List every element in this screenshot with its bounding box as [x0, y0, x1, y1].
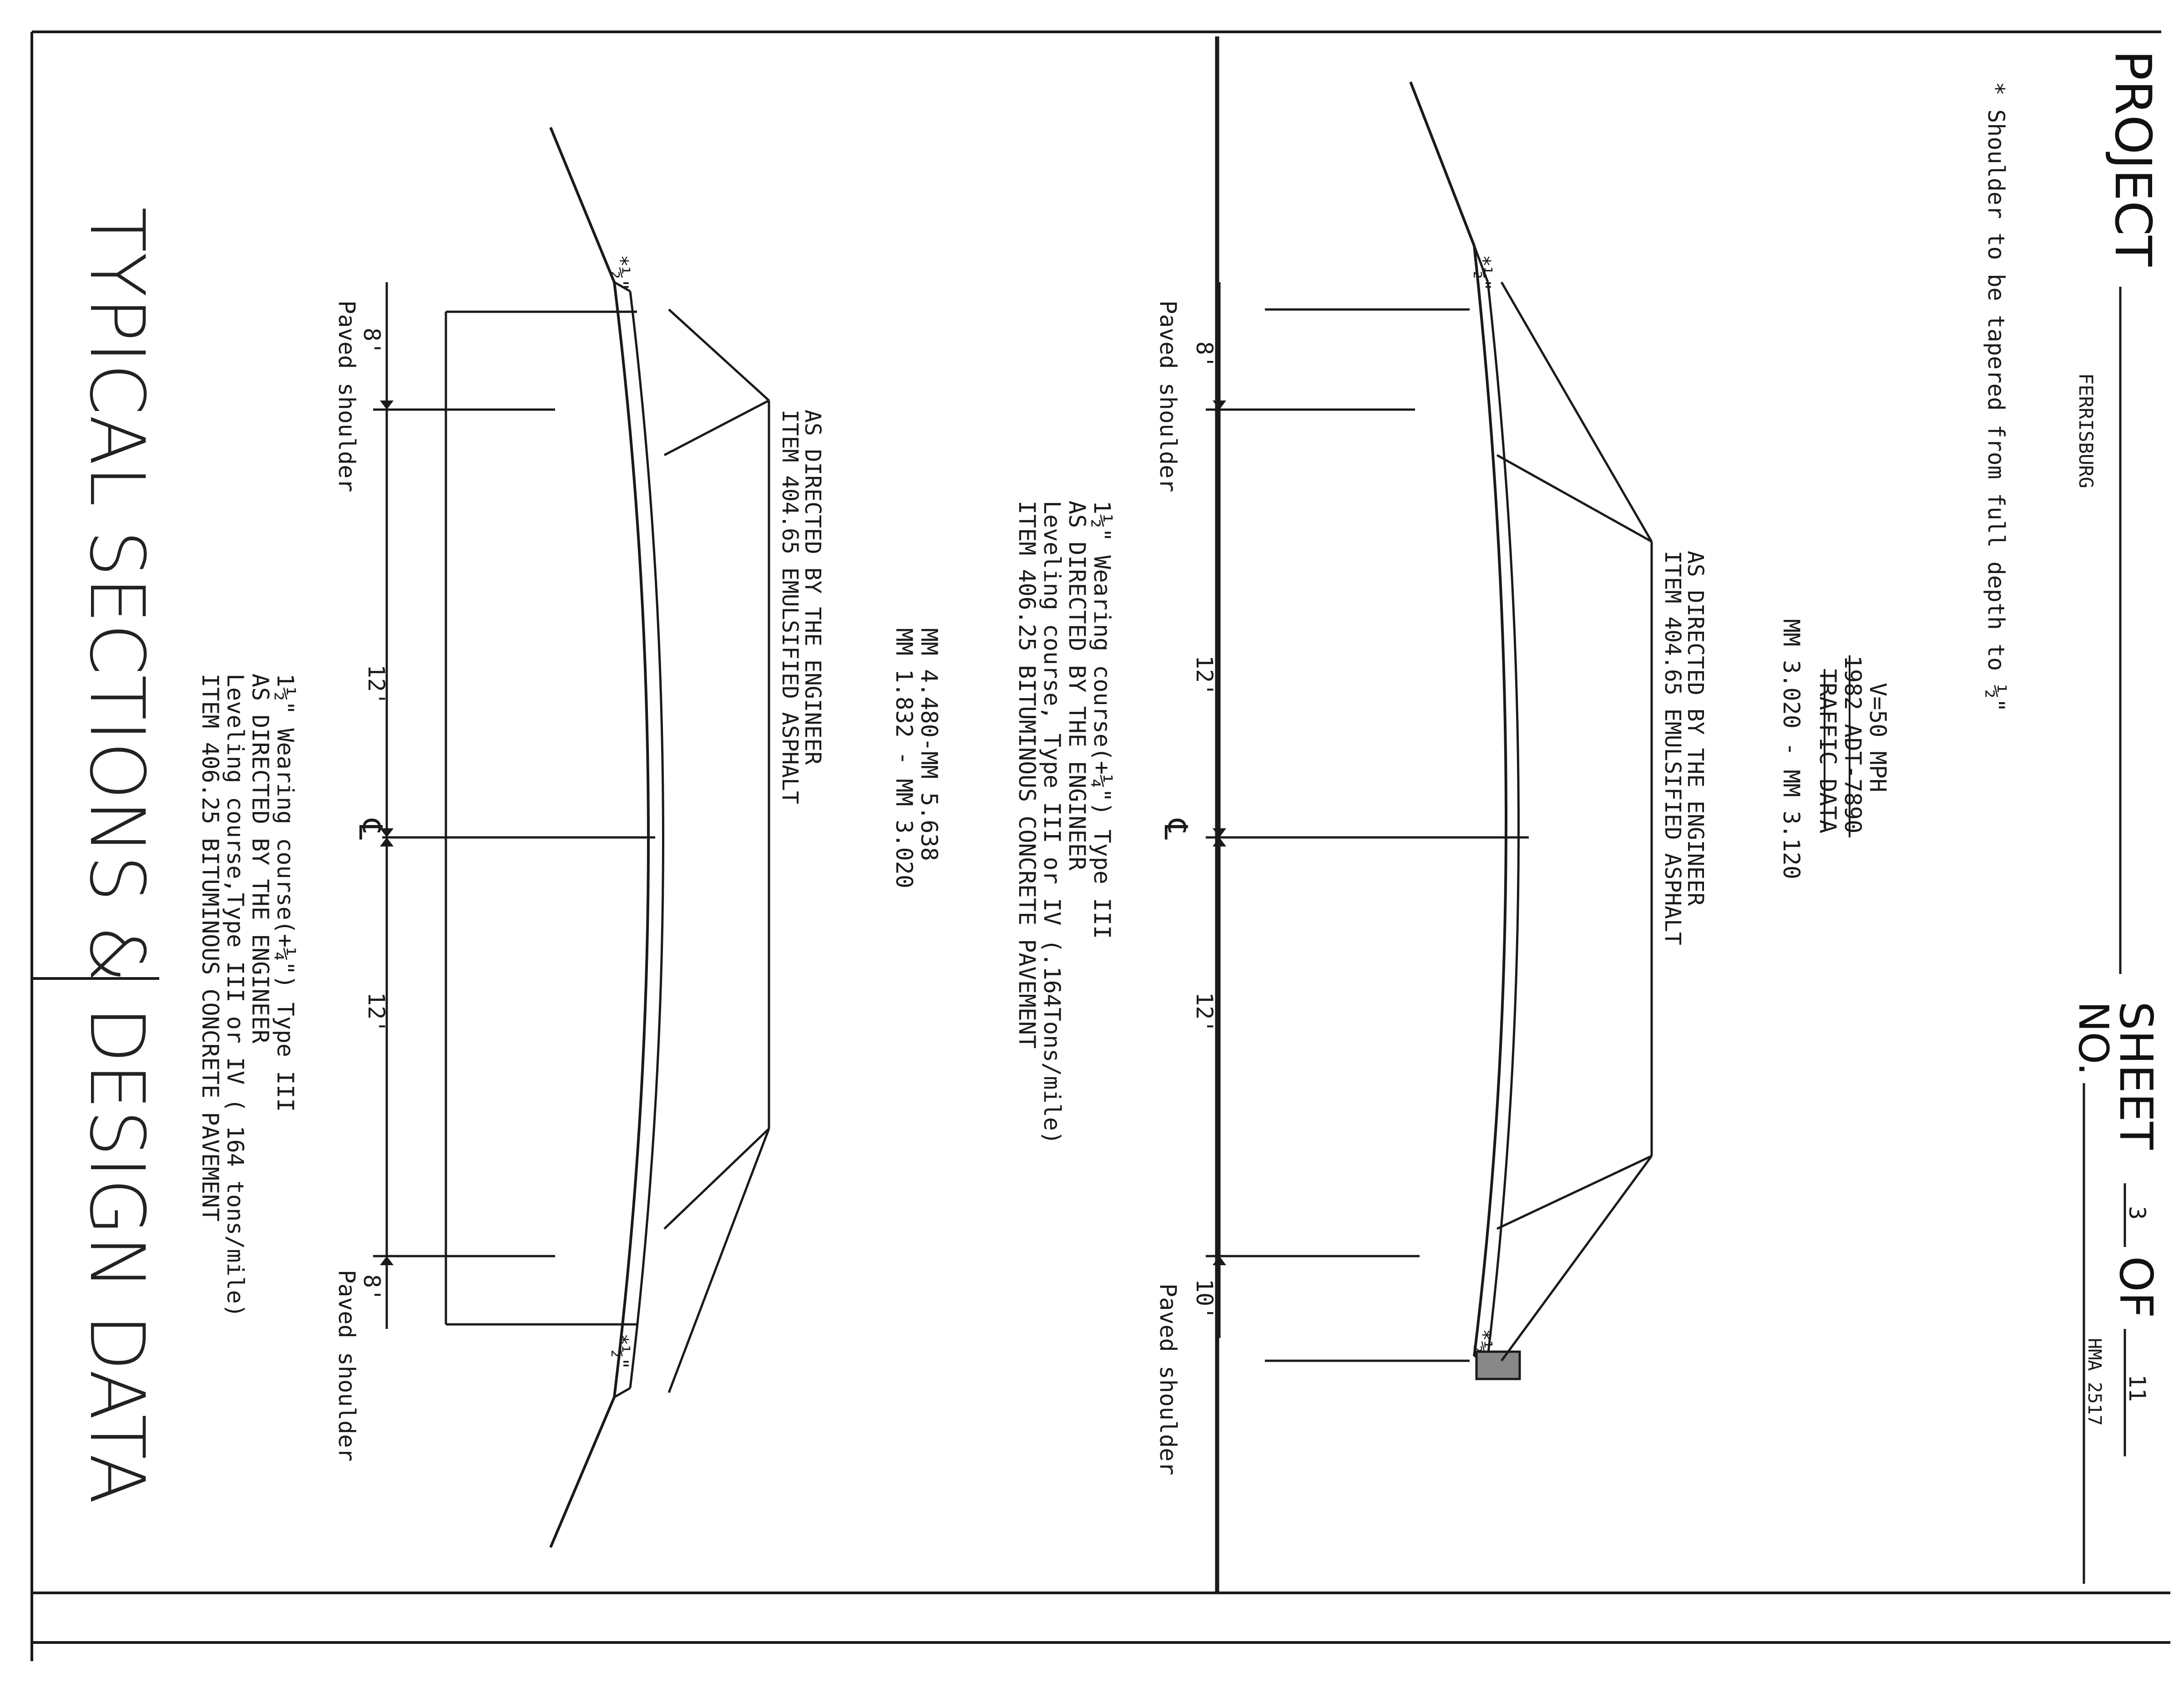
traffic-title: TRAFFIC DATA: [1815, 669, 1841, 833]
top-paved-shoulder-left: Paved shoulder: [334, 300, 360, 492]
top-item-406-line4: 1½" Wearing course(+¼") Type III: [272, 674, 298, 1112]
sheet-frame: [30, 30, 2170, 1661]
bottom-item-406-line1: ITEM 406.25 BITUMINOUS CONCRETE PAVEMENT: [1014, 501, 1040, 1049]
bottom-dim-right-lane: 12': [1191, 992, 1218, 1033]
bottom-section: ITEM 406.25 BITUMINOUS CONCRETE PAVEMENT…: [1014, 81, 1891, 1475]
footnote: * Shoulder to be tapered from full depth…: [1983, 82, 2009, 712]
bottom-curb-detail: [1475, 1350, 1521, 1380]
top-dim-right-shoulder: 8': [359, 1274, 385, 1302]
top-paved-shoulder-right: Paved shoulder: [334, 1270, 360, 1461]
sheet-number: 3: [2124, 1206, 2150, 1220]
bottom-mm-line1: MM 3.020 - MM 3.120: [1778, 619, 1805, 879]
sheet-title: TYPICAL SECTIONS & DESIGN DATA: [73, 207, 161, 1504]
bottom-item-406-line3: AS DIRECTED BY THE ENGINEER: [1064, 501, 1090, 871]
project-label: PROJECT: [2104, 50, 2162, 267]
bottom-dim-left-lane: 12': [1191, 655, 1218, 696]
top-item-406-line1: ITEM 406.25 BITUMINOUS CONCRETE PAVEMENT: [197, 674, 223, 1222]
top-mm-line1: MM 1.832 - MM 3.020: [891, 628, 917, 888]
traffic-speed: V=50 MPH: [1865, 683, 1891, 792]
traffic-adt: 1982 ADT-7890: [1840, 655, 1866, 833]
bottom-paved-shoulder-right: Paved shoulder: [1155, 1283, 1181, 1475]
top-item-404-line1: ITEM 404.65 EMULSIFIED ASPHALT: [777, 410, 803, 804]
bottom-dim-left-shoulder: 8': [1191, 341, 1218, 369]
of-label: OF: [2109, 1256, 2163, 1318]
bottom-item-406-line2: Leveling course, Type III or IV (.164Ton…: [1039, 501, 1065, 1145]
top-dim-right-lane: 12': [363, 992, 389, 1033]
no-value: HMA 2517: [2084, 1338, 2105, 1426]
sheet-total: 11: [2124, 1374, 2150, 1402]
top-section: ITEM 406.25 BITUMINOUS CONCRETE PAVEMENT…: [197, 127, 942, 1548]
top-dim-left-shoulder: 8': [359, 328, 385, 355]
top-item-406-line3: AS DIRECTED BY THE ENGINEER: [247, 674, 273, 1044]
top-item-404-line2: AS DIRECTED BY THE ENGINEER: [800, 410, 825, 765]
bottom-item-404-line2: AS DIRECTED BY THE ENGINEER: [1683, 551, 1708, 906]
bottom-item-404-line1: ITEM 404.65 EMULSIFIED ASPHALT: [1660, 551, 1685, 945]
bottom-centerline: ℄: [1157, 818, 1194, 840]
top-mm-line2: MM 4.480-MM 5.638: [916, 628, 942, 861]
top-item-406-line2: Leveling course,Type III or IV ( 164 ton…: [222, 674, 248, 1318]
bottom-paved-shoulder-left: Paved shoulder: [1155, 300, 1181, 492]
project-name: FERRISBURG: [2075, 373, 2097, 488]
bottom-dim-right-shoulder: 10': [1191, 1279, 1218, 1320]
no-label: NO.: [2069, 1001, 2117, 1075]
title-block: PROJECT FERRISBURG NO. HMA 2517 SHEET 3 …: [2069, 50, 2163, 1584]
sheet-label: SHEET: [2109, 1001, 2163, 1150]
bottom-item-406-line4: 1½" Wearing course(+¼") Type III: [1089, 501, 1115, 939]
top-dim-left-lane: 12': [363, 664, 389, 705]
